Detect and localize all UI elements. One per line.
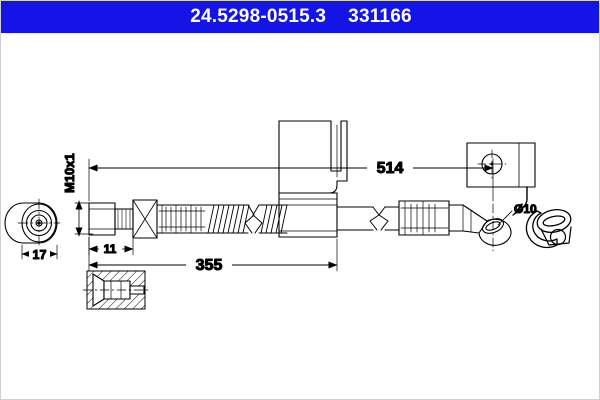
banjo-eye-fitting [448,203,512,252]
header-title-group: 24.5298-0515.3 331166 [190,6,411,28]
drawing-canvas: 17 M10x1 [1,33,599,399]
dimension-355-text: 355 [196,257,223,274]
middle-bracket-block [278,120,348,238]
hose-right-segment [336,206,400,231]
dimension-11-group: 11 [88,236,134,257]
header-bar: 24.5298-0515.3 331166 [1,1,599,33]
part-number-label: 331166 [348,6,412,27]
dimension-514-group: 514 [88,155,494,202]
banjo-eye-perspective-detail [525,209,572,249]
brake-hose-drawing-svg: 17 M10x1 [4,120,572,310]
left-end-face-view [4,198,61,248]
part-code-label: 24.5298-0515.3 [190,6,327,27]
thread-label-text: M10x1 [62,153,77,193]
hose-break-symbol [244,204,263,234]
hose-braided-section-a [205,204,250,234]
thread-label-group: M10x1 [61,153,94,237]
dimension-17-group: 17 [21,244,58,263]
dimension-17-text: 17 [33,248,47,262]
hose-left-segment [156,204,207,234]
right-crimp-ferrule [398,200,450,236]
hose-braided-section-b [258,204,288,234]
threaded-fitting-section-view [82,270,150,310]
left-threaded-fitting [88,199,158,239]
dimension-355-group: 355 [88,236,338,275]
eye-diameter-text: Ø10 [514,202,537,216]
dimension-11-text: 11 [104,242,117,256]
eye-diameter-label-group: Ø10 [497,201,538,226]
dimension-514-text: 514 [377,160,404,177]
